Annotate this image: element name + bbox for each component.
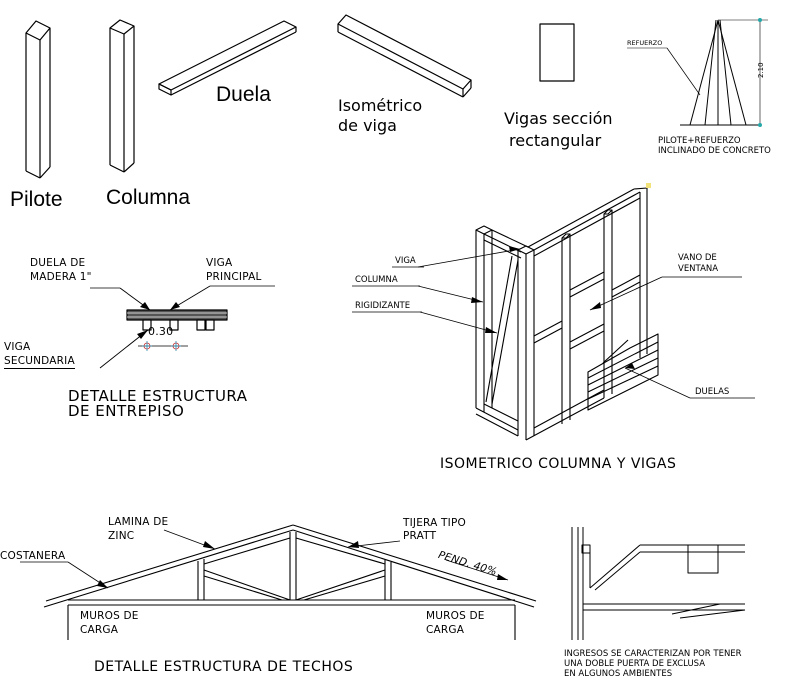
duela-madera-label-2: MADERA 1"	[30, 271, 92, 283]
ingresos-label-1: INGRESOS SE CARACTERIZAN POR TENER	[564, 649, 742, 659]
duela-madera-label-1: DUELA DE	[30, 257, 86, 269]
pilote-refuerzo-label-2: INCLINADO DE CONCRETO	[658, 146, 771, 156]
viga-label: VIGA	[395, 256, 416, 266]
pilote-refuerzo-drawing	[627, 19, 768, 126]
lamina-zinc-label-1: LAMINA DE	[108, 516, 169, 528]
entrepiso-title-2: DE ENTREPISO	[68, 402, 185, 420]
tijera-label-2: PRATT	[403, 530, 437, 542]
duela-label: Duela	[216, 83, 271, 106]
viga-principal-label-1: VIGA	[206, 257, 233, 269]
isometrico-viga-label-1: Isométrico	[338, 96, 423, 115]
entrepiso-drawing	[90, 285, 275, 369]
tijera-label-1: TIJERA TIPO	[403, 517, 466, 529]
ingresos-label-2: UNA DOBLE PUERTA DE EXCLUSA	[564, 659, 706, 669]
truss-drawing	[20, 524, 537, 640]
pilote-label: Pilote	[10, 188, 63, 211]
columna-label-iso: COLUMNA	[355, 275, 398, 285]
muros-carga-right-1: MUROS DE	[426, 610, 485, 622]
pilote-drawing	[25, 20, 51, 179]
muros-carga-left-1: MUROS DE	[80, 610, 139, 622]
vigas-seccion-label-1: Vigas sección	[504, 109, 613, 128]
pilote-refuerzo-label-1: PILOTE+REFUERZO	[658, 136, 741, 146]
isometrico-title: ISOMETRICO COLUMNA Y VIGAS	[440, 456, 677, 472]
duela-drawing	[158, 20, 297, 96]
viga-seccion-rect	[539, 23, 575, 82]
vano-ventana-label-2: VENTANA	[678, 264, 719, 274]
columna-label: Columna	[106, 186, 191, 209]
columna-drawing	[109, 19, 135, 173]
techos-title: DETALLE ESTRUCTURA DE TECHOS	[94, 659, 354, 675]
vano-ventana-label-1: VANO DE	[678, 253, 717, 263]
rigidizante-label: RIGIDIZANTE	[355, 301, 411, 311]
muros-carga-left-2: CARGA	[80, 624, 119, 636]
viga-secundaria-label-1: VIGA	[4, 341, 31, 353]
ingresos-drawing	[571, 527, 746, 640]
ingresos-label-3: EN ALGUNOS AMBIENTES	[564, 669, 673, 679]
refuerzo-label: REFUERZO	[627, 39, 663, 47]
viga-secundaria-label-2: SECUNDARIA	[4, 355, 75, 369]
isometrico-frame-drawing	[352, 187, 755, 441]
lamina-zinc-label-2: ZINC	[108, 530, 135, 542]
viga-principal-label-2: PRINCIPAL	[206, 271, 262, 283]
vigas-seccion-label-2: rectangular	[509, 131, 602, 150]
isometrico-viga-label-2: de viga	[338, 116, 397, 135]
isometrico-viga-drawing	[337, 14, 472, 98]
costanera-label: COSTANERA	[0, 550, 66, 562]
muros-carga-right-2: CARGA	[426, 624, 465, 636]
dimension-030-label: 0.30	[148, 325, 174, 338]
duelas-label: DUELAS	[695, 387, 730, 397]
dimension-label: 2.10	[757, 62, 765, 78]
entrepiso-title-1: DETALLE ESTRUCTURA	[68, 387, 248, 405]
